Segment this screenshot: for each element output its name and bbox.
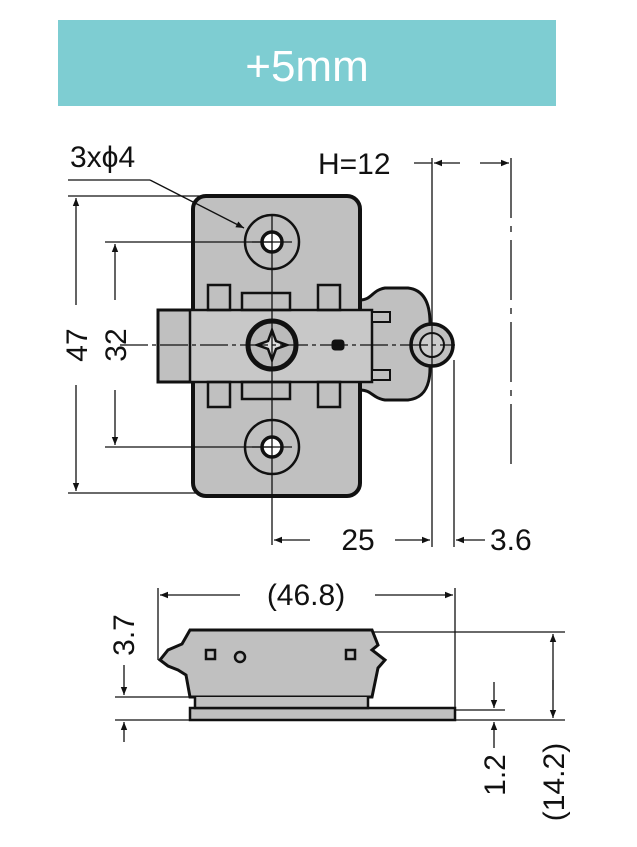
dim-46-8: (46.8): [267, 579, 345, 612]
dim-47: 47: [61, 328, 94, 361]
top-view-plate: [156, 194, 455, 498]
side-view-plate: [157, 628, 457, 722]
header-banner: [58, 20, 556, 106]
top-view-dimension-lines: [68, 158, 512, 547]
header-title: +5mm: [245, 42, 368, 91]
side-view-dimension-lines: [115, 588, 565, 748]
dim-32: 32: [100, 328, 133, 361]
dim-25: 25: [341, 524, 374, 557]
dim-3-7: 3.7: [108, 614, 141, 656]
height-label: H=12: [318, 148, 391, 181]
hole-label: 3xϕ4: [70, 141, 135, 174]
dim-3-6: 3.6: [490, 524, 532, 557]
dim-1-2: 1.2: [479, 754, 512, 796]
dim-14-2: (14.2): [538, 743, 571, 821]
